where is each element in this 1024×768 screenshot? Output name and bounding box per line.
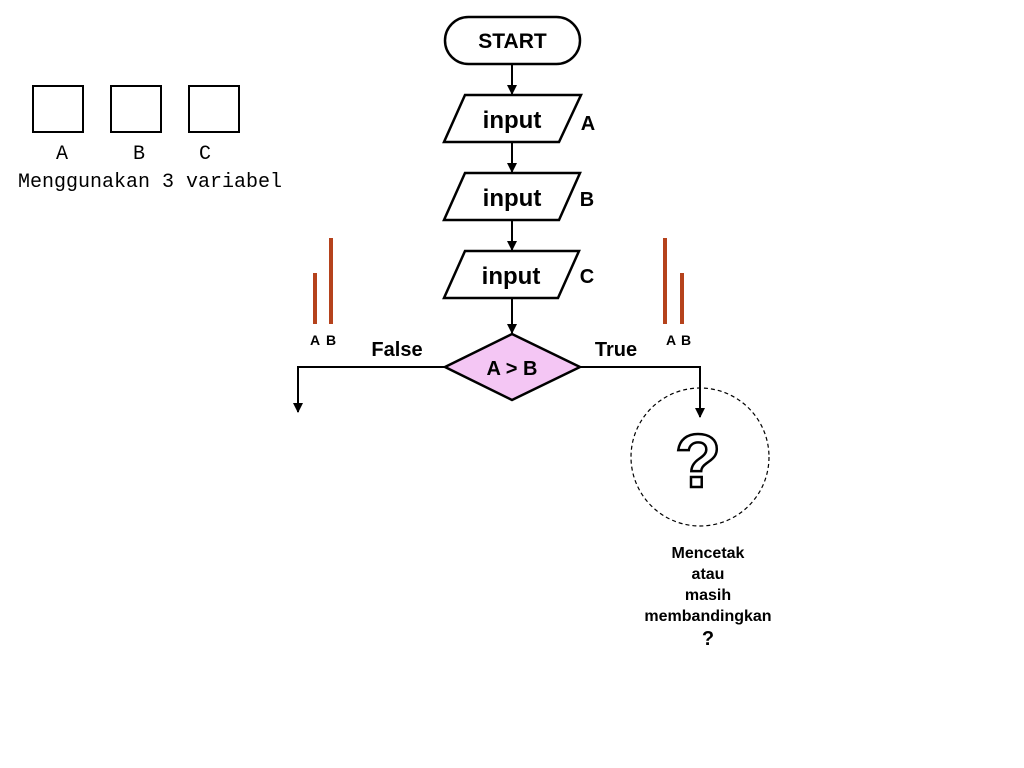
input-b-keyword: input bbox=[483, 185, 542, 212]
variable-label-b: B bbox=[132, 143, 145, 166]
variable-label-c: C bbox=[198, 143, 211, 166]
note-line-1: Mencetak bbox=[671, 545, 745, 562]
bar-right-b bbox=[680, 273, 684, 324]
bars-left: A B bbox=[310, 238, 336, 348]
input-c-parallelogram: input C bbox=[442, 249, 594, 300]
bar-left-a-label: A bbox=[310, 332, 320, 348]
variables-caption: Menggunakan 3 variabel bbox=[18, 171, 283, 194]
input-b-parallelogram: input B bbox=[442, 171, 594, 222]
note-text: Mencetak atau masih membandingkan ? bbox=[628, 543, 788, 651]
input-b-variable: B bbox=[580, 189, 594, 211]
variable-box-b bbox=[110, 85, 162, 133]
bar-right-b-label: B bbox=[681, 332, 691, 348]
input-a-keyword: input bbox=[483, 107, 542, 134]
bar-right-a-label: A bbox=[666, 332, 676, 348]
input-a-parallelogram: input A bbox=[442, 93, 595, 144]
true-branch-arrow bbox=[580, 366, 705, 418]
note-line-3: masih bbox=[684, 587, 732, 604]
note-line-4: membandingkan bbox=[644, 608, 772, 625]
variable-box-a bbox=[32, 85, 84, 133]
decision-condition: A > B bbox=[487, 358, 538, 380]
note-line-2: atau bbox=[691, 566, 725, 583]
input-a-variable: A bbox=[581, 113, 595, 135]
bar-right-a bbox=[663, 238, 667, 324]
true-branch-label: True bbox=[595, 339, 637, 361]
false-branch-label: False bbox=[371, 339, 422, 361]
question-mark-icon: ? bbox=[675, 419, 721, 504]
input-c-variable: C bbox=[580, 266, 594, 288]
start-terminator: START bbox=[443, 15, 582, 66]
unknown-step-circle: ? bbox=[630, 387, 770, 527]
decision-diamond: A > B bbox=[442, 332, 583, 402]
variable-box-c bbox=[188, 85, 240, 133]
start-label: START bbox=[478, 30, 547, 53]
false-branch-arrow bbox=[293, 366, 445, 413]
bar-left-a bbox=[313, 273, 317, 324]
bar-left-b-label: B bbox=[326, 332, 336, 348]
bars-right: A B bbox=[663, 238, 691, 348]
bar-left-b bbox=[329, 238, 333, 324]
note-question-mark: ? bbox=[701, 628, 715, 650]
input-c-keyword: input bbox=[482, 263, 541, 290]
variable-label-a: A bbox=[55, 143, 68, 166]
